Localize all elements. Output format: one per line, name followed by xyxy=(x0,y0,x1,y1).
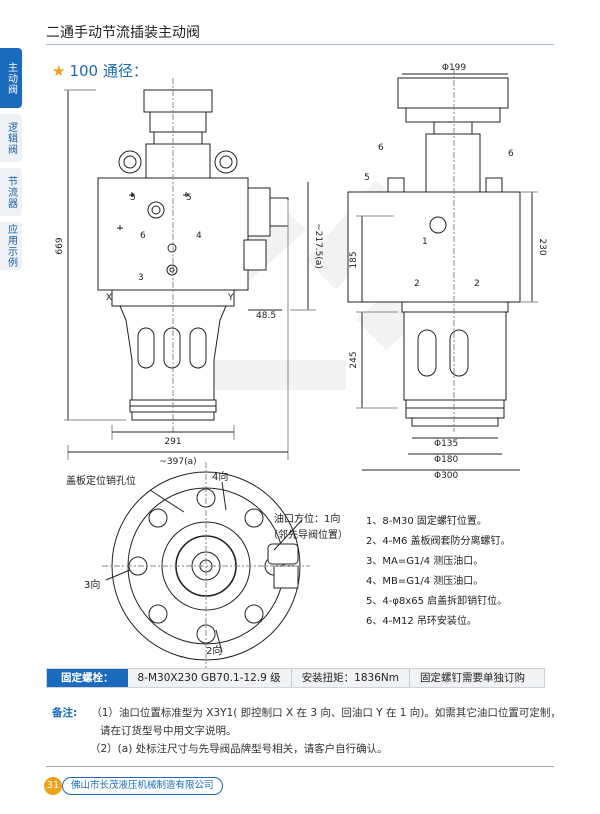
notes-list: 1、8-M30 固定螺钉位置。 2、4-M6 盖板阀套防分离螺钉。 3、MA=G… xyxy=(366,512,511,632)
side-label-2b: 2 xyxy=(474,279,480,289)
note-item: 3、MA=G1/4 测压油口。 xyxy=(366,556,484,567)
front-y-port: Y xyxy=(227,293,234,303)
front-height-label: 669 xyxy=(55,237,65,254)
remark-1b: 请在订货型号中用文字说明。 xyxy=(100,725,237,737)
bottom-dir4-label: 4向 xyxy=(212,470,228,483)
side-label-6b: 6 xyxy=(508,149,514,159)
spec-bolt: 8-M30X230 GB70.1-12.9 级 xyxy=(137,672,281,684)
front-offset-label: 48.5 xyxy=(256,311,276,321)
side-top-dia: Φ199 xyxy=(442,63,467,73)
note-item: 6、4-M12 吊环安装位。 xyxy=(366,616,477,627)
page-title: 二通手动节流插装主动阀 xyxy=(46,25,200,41)
side-view xyxy=(347,68,538,471)
bottom-oil-port-note: （邻先导阀位置） xyxy=(268,528,348,541)
title-divider xyxy=(46,44,554,45)
front-width-bottom-label: 291 xyxy=(164,437,181,447)
note-item: 1、8-M30 固定螺钉位置。 xyxy=(366,516,487,527)
spec-torque: 安装扭矩：1836Nm xyxy=(290,669,409,687)
section-heading: ★100 通径： xyxy=(52,60,148,81)
front-view xyxy=(64,78,316,460)
side-dim-185: 185 xyxy=(349,251,359,268)
side-dim-245: 245 xyxy=(349,351,359,368)
front-label-5b: 5 xyxy=(186,193,192,203)
front-label-4: 4 xyxy=(196,231,202,241)
note-item: 5、4-φ8x65 启盖拆卸销钉位。 xyxy=(366,596,508,607)
remarks: 备注: （1）油口位置标准型为 X3Y1( 即控制口 X 在 3 向、回油口 Y … xyxy=(52,704,561,758)
side-tab-main-valve[interactable]: 主动阀 xyxy=(0,48,22,108)
footer-divider xyxy=(46,766,554,767)
bottom-oil-port-label: 油口方位：1向 xyxy=(274,512,340,525)
bottom-dir3-label: 3向 xyxy=(84,578,100,591)
side-tab-examples[interactable]: 应用示例 xyxy=(0,222,22,270)
front-x-port: X xyxy=(106,293,112,303)
side-label-1: 1 xyxy=(422,237,428,247)
star-icon: ★ xyxy=(52,62,66,80)
page-number: 31 xyxy=(44,777,62,795)
side-dia-180: Φ180 xyxy=(434,455,459,465)
front-label-5a: 5 xyxy=(130,193,136,203)
remark-1: （1）油口位置标准型为 X3Y1( 即控制口 X 在 3 向、回油口 Y 在 1… xyxy=(91,707,561,719)
front-label-3: 3 xyxy=(138,273,144,283)
bottom-dir2-label: 2向 xyxy=(206,644,222,657)
spec-bar: 固定螺栓： 8-M30X230 GB70.1-12.9 级 安装扭矩：1836N… xyxy=(46,668,545,688)
company-name: 佛山市长茂液压机械制造有限公司 xyxy=(62,777,223,795)
bottom-view xyxy=(102,462,310,670)
side-dia-135: Φ135 xyxy=(434,439,458,449)
side-label-2a: 2 xyxy=(414,279,420,289)
section-heading-text: 100 通径： xyxy=(69,62,148,80)
bottom-pin-hole-label: 盖板定位销孔位 xyxy=(66,474,136,487)
side-dia-300: Φ300 xyxy=(434,471,459,481)
side-tab-throttle[interactable]: 节流器 xyxy=(0,168,22,216)
spec-order: 固定螺钉需要单独订购 xyxy=(409,669,535,687)
note-item: 4、MB=G1/4 测压油口。 xyxy=(366,576,484,587)
side-tab-logic-valve[interactable]: 逻辑阀 xyxy=(0,114,22,162)
front-width-total-label: ~397(a) xyxy=(159,457,196,467)
side-label-6a: 6 xyxy=(378,143,384,153)
front-right-height-label: ~217.5(a) xyxy=(313,223,323,269)
front-label-6: 6 xyxy=(140,231,146,241)
side-tabs: 主动阀 逻辑阀 节流器 应用示例 xyxy=(0,48,22,276)
technical-drawing: 669 291 ~397(a) ~217.5(a) 48.5 5 5 6 4 3… xyxy=(55,63,547,670)
side-dim-230: 230 xyxy=(537,238,547,255)
side-label-5: 5 xyxy=(364,173,370,183)
note-item: 2、4-M6 盖板阀套防分离螺钉。 xyxy=(366,536,511,547)
remarks-label: 备注: xyxy=(52,707,78,719)
spec-label: 固定螺栓： xyxy=(47,669,128,687)
remark-2: （2）(a) 处标注尺寸与先导阀品牌型号相关，请客户自行确认。 xyxy=(90,743,388,755)
